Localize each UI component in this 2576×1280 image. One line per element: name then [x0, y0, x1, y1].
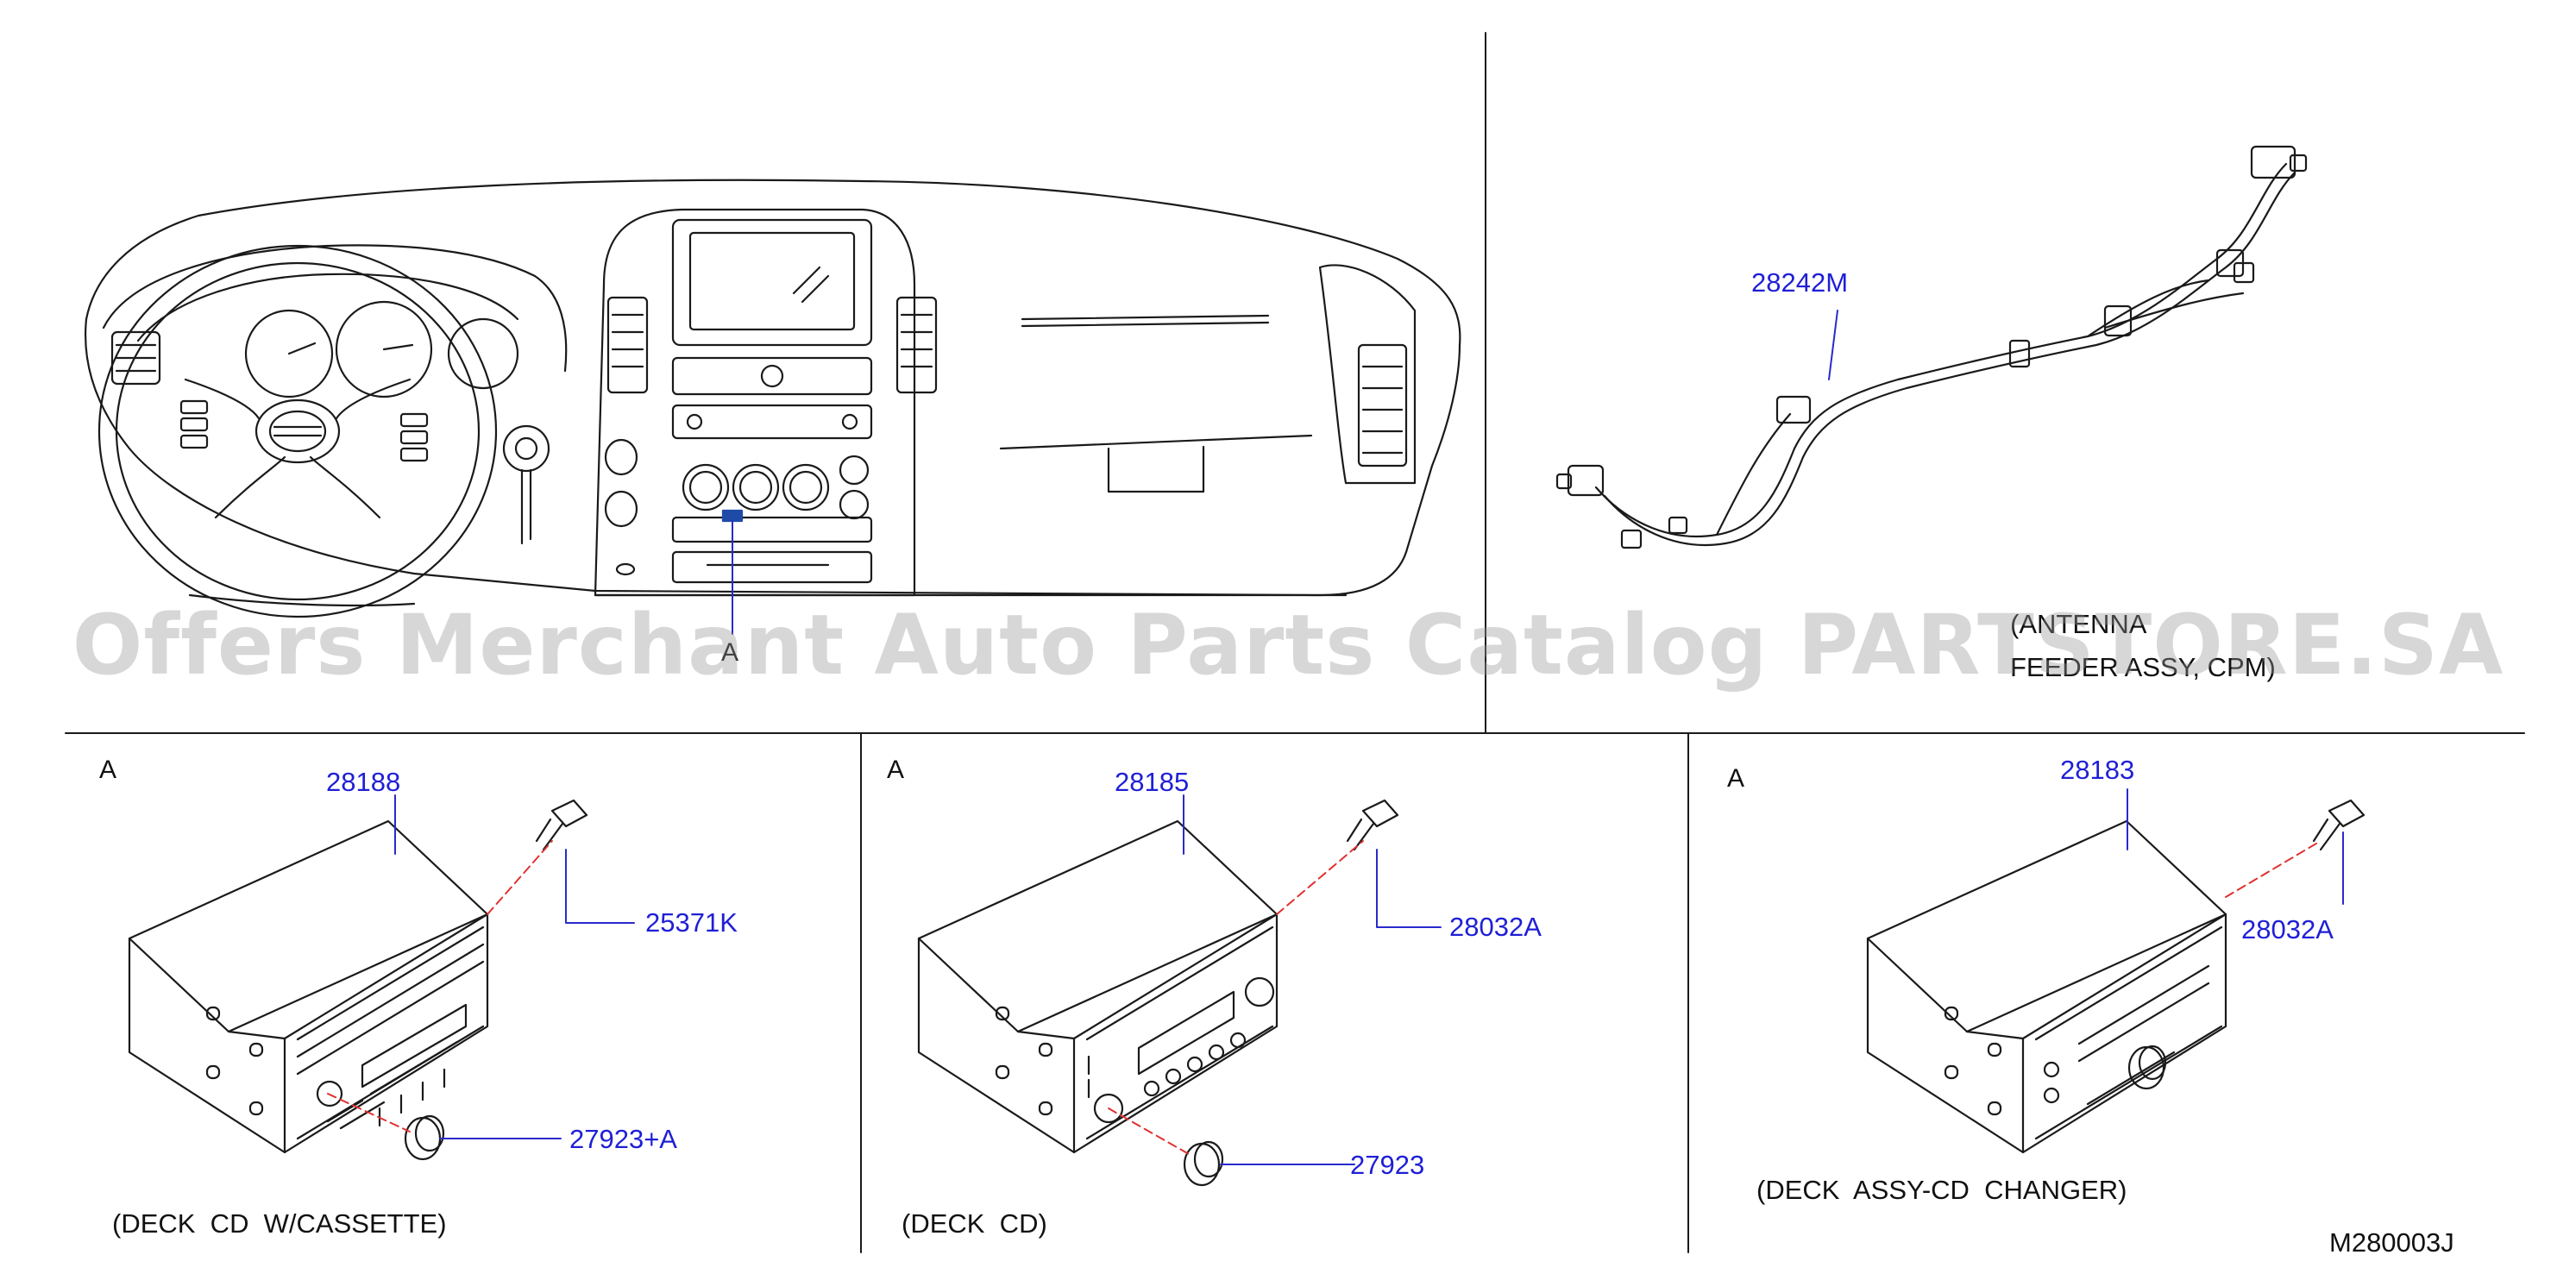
- audio-unit-highlight[interactable]: [721, 509, 744, 523]
- deck-cd-illustration: [917, 799, 1399, 1187]
- frame-dividers: [65, 32, 2525, 1253]
- section2-caption: (DECK CD): [902, 1208, 1047, 1239]
- part-number-deck-cd-cassette[interactable]: 28188: [326, 767, 401, 797]
- deck-cd-changer-illustration: [1866, 799, 2366, 1154]
- section3-caption: (DECK ASSY-CD CHANGER): [1756, 1175, 2127, 1205]
- section1-letter: A: [99, 756, 117, 784]
- deck-cd-cassette-illustration: [128, 799, 588, 1161]
- part-number-section2-knob[interactable]: 27923: [1350, 1150, 1425, 1180]
- antenna-caption-line1: (ANTENNA: [2010, 609, 2147, 639]
- section1-leaders: [327, 794, 635, 1139]
- part-number-section1-knob[interactable]: 27923+A: [569, 1124, 677, 1154]
- part-number-deck-cd-changer[interactable]: 28183: [2060, 755, 2135, 785]
- section2-leaders: [1108, 794, 1442, 1165]
- section3-letter: A: [1727, 764, 1745, 793]
- antenna-feeder-harness: [1555, 145, 2308, 549]
- dashboard-illustration: [85, 179, 1461, 618]
- part-number-deck-cd[interactable]: 28185: [1115, 767, 1190, 797]
- diagram-code: M280003J: [2329, 1227, 2454, 1258]
- dashboard-reference-letter: A: [721, 638, 739, 667]
- section3-leaders: [2127, 788, 2344, 905]
- part-number-section1-screw[interactable]: 25371K: [645, 907, 738, 938]
- part-number-section2-screw[interactable]: 28032A: [1449, 912, 1542, 942]
- part-number-antenna-feeder[interactable]: 28242M: [1751, 267, 1849, 298]
- section2-letter: A: [887, 756, 905, 784]
- part-number-section3-screw[interactable]: 28032A: [2241, 914, 2334, 944]
- antenna-caption-line2: FEEDER ASSY, CPM): [2010, 652, 2276, 682]
- antenna-leader-line: [1828, 310, 1838, 380]
- section1-caption: (DECK CD W/CASSETTE): [112, 1208, 447, 1239]
